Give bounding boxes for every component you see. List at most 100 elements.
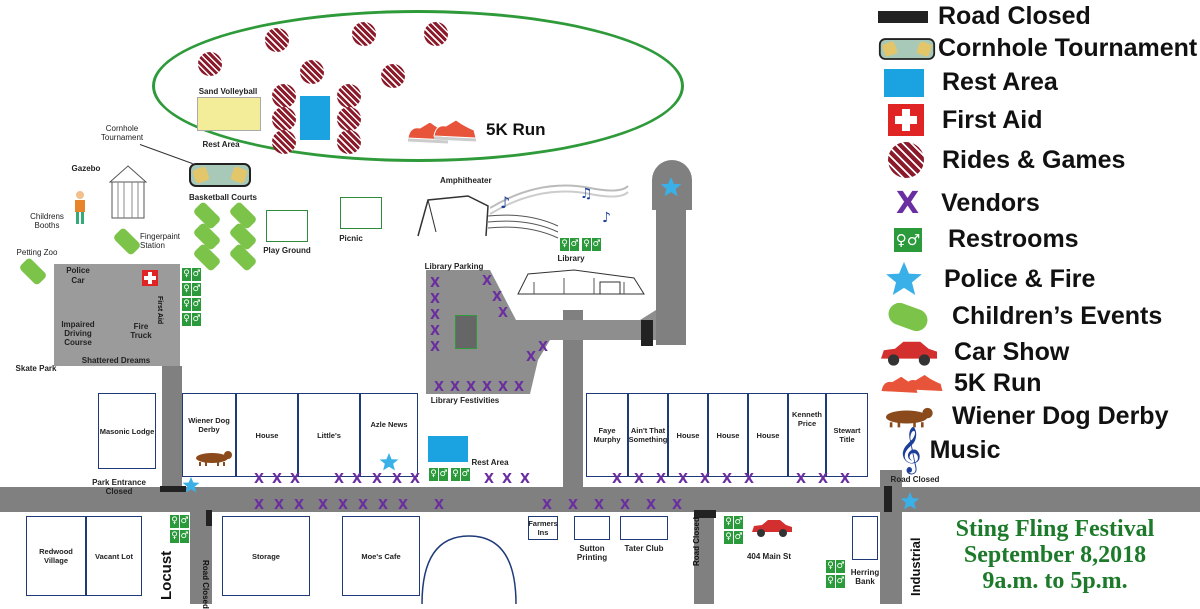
vendor-icon: X xyxy=(410,472,421,487)
childrens-event-icon xyxy=(112,227,142,256)
wiener-derby-label: Wiener Dog Derby xyxy=(188,416,230,434)
ride-icon xyxy=(424,22,448,46)
vendor-icon: X xyxy=(620,498,631,513)
vendor-icon: X xyxy=(646,498,657,513)
legend-restrooms: ♀♂ Restrooms xyxy=(894,225,1079,253)
vendor-icon: X xyxy=(254,472,265,487)
vendor-icon: X xyxy=(896,186,920,221)
restroom-icon: ♂ xyxy=(439,468,448,481)
vendor-icon: X xyxy=(498,306,509,321)
locust-south-road xyxy=(190,510,212,604)
ride-icon xyxy=(337,130,361,154)
vendor-icon: X xyxy=(542,498,553,513)
restroom-icon: ♀ xyxy=(170,515,179,528)
restroom-icon: ♂ xyxy=(734,531,743,544)
sneaker-icon xyxy=(407,119,477,144)
ride-icon xyxy=(265,28,289,52)
vendor-icon: X xyxy=(466,380,477,395)
sneaker-icon xyxy=(881,374,943,393)
vendor-icon: X xyxy=(700,472,711,487)
road-closed-marker xyxy=(160,486,186,492)
library-parking-lot xyxy=(426,270,656,394)
herring-bank-label: Herring Bank xyxy=(850,568,880,586)
restroom-icon: ♀ xyxy=(170,530,179,543)
vendor-icon: X xyxy=(378,498,389,513)
festival-date: September 8,2018 xyxy=(963,542,1147,568)
vendor-icon: X xyxy=(450,380,461,395)
restroom-icon: ♀♂ xyxy=(894,227,922,252)
vendor-icon: X xyxy=(526,350,537,365)
center-road xyxy=(563,310,583,488)
vendor-icon: X xyxy=(634,472,645,487)
cornhole-label: Cornhole Tournament xyxy=(100,124,144,142)
littles-building: Little's xyxy=(298,393,360,477)
vendor-icon: X xyxy=(672,498,683,513)
main-street-label: 404 Main St xyxy=(746,552,791,561)
vendor-icon: X xyxy=(430,276,441,291)
farmers-ins-building: Farmers Ins xyxy=(528,516,558,540)
police-fire-icon xyxy=(900,492,920,510)
fire-truck-label: Fire Truck xyxy=(130,322,152,340)
vendor-icon: X xyxy=(334,472,345,487)
festival-hours: 9a.m. to 5p.m. xyxy=(982,568,1128,594)
rest-area-block xyxy=(428,436,468,462)
petting-zoo-label: Petting Zoo xyxy=(16,248,58,257)
vendor-icon: X xyxy=(594,498,605,513)
sand-volleyball-label: Sand Volleyball xyxy=(198,87,258,96)
vendor-icon: X xyxy=(430,340,441,355)
restroom-icon: ♀ xyxy=(429,468,438,481)
library-drawing xyxy=(517,269,645,295)
vendor-icon: X xyxy=(568,498,579,513)
house-building: House xyxy=(668,393,708,477)
restroom-icon: ♂ xyxy=(836,575,845,588)
vendor-icon: X xyxy=(434,498,445,513)
park-rest-area-label: Rest Area xyxy=(202,140,240,149)
rest-area-swatch xyxy=(884,68,924,97)
cornhole-connector xyxy=(139,144,193,165)
police-fire-icon xyxy=(182,476,200,493)
vendor-icon: X xyxy=(392,472,403,487)
skate-park-label: Skate Park xyxy=(15,364,57,373)
restroom-icon: ♂ xyxy=(180,530,189,543)
vendor-icon: X xyxy=(840,472,851,487)
vendor-icon: X xyxy=(492,290,503,305)
childrens-event-icon xyxy=(885,299,931,334)
vendor-icon: X xyxy=(796,472,807,487)
cornhole-icon xyxy=(189,163,251,187)
restroom-icon: ♀ xyxy=(182,313,191,326)
child-icon xyxy=(75,191,85,224)
police-fire-icon xyxy=(886,261,922,295)
vendor-icon: X xyxy=(430,308,441,323)
first-aid-label: First Aid xyxy=(156,296,163,325)
vendor-icon: X xyxy=(274,498,285,513)
legend-rest-area: Rest Area xyxy=(878,68,1058,97)
festival-name: Sting Fling Festival xyxy=(955,516,1155,542)
azle-news-label: Azle News xyxy=(370,420,408,429)
restroom-icon: ♂ xyxy=(180,515,189,528)
vendor-icon: X xyxy=(358,498,369,513)
tater-club-label: Tater Club xyxy=(624,544,664,553)
tater-club-building xyxy=(620,516,668,540)
childrens-event-icon xyxy=(18,257,48,286)
ride-icon xyxy=(272,84,296,108)
vendor-icon: X xyxy=(290,472,301,487)
music-notes-icon: ♪ ♫ ♪ xyxy=(490,184,629,226)
restroom-icon: ♀ xyxy=(451,468,460,481)
legend-vendors: X Vendors xyxy=(896,186,1040,221)
vendor-icon: X xyxy=(612,472,623,487)
vendor-icon: X xyxy=(678,472,689,487)
treble-clef-icon: 𝄞 xyxy=(898,427,922,473)
police-fire-icon xyxy=(660,177,682,197)
vendor-icon: X xyxy=(502,472,513,487)
restroom-icon: ♂ xyxy=(192,283,201,296)
vendor-icon: X xyxy=(430,292,441,307)
gazebo-icon xyxy=(108,165,148,219)
legend-rides: Rides & Games xyxy=(878,142,1125,178)
road-closed-label-locust: Road Closed xyxy=(201,560,210,609)
wiener-dog-icon xyxy=(196,451,232,466)
road-closed-swatch xyxy=(878,10,928,23)
childrens-event-icon xyxy=(228,243,258,272)
road-closed-marker xyxy=(884,486,892,512)
restroom-icon: ♀ xyxy=(724,516,733,529)
run-label: 5K Run xyxy=(486,120,546,139)
